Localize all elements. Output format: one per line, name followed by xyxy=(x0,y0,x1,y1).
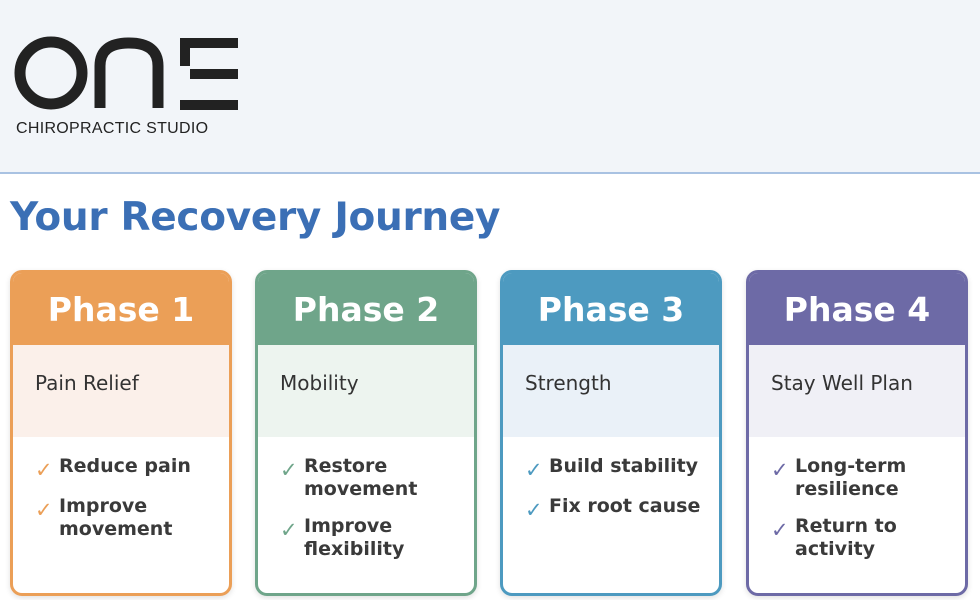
list-item: ✓Restore movement xyxy=(280,455,474,501)
phase-goals-list: ✓Restore movement✓Improve flexibility xyxy=(258,437,474,561)
phase-focus: Mobility xyxy=(258,345,474,437)
logo-subtitle: CHIROPRACTIC STUDIO xyxy=(16,120,209,137)
list-item: ✓Improve flexibility xyxy=(280,515,474,561)
page-title: Your Recovery Journey xyxy=(10,195,501,240)
check-icon: ✓ xyxy=(525,458,543,482)
check-icon: ✓ xyxy=(771,518,789,542)
list-item-label: Improve flexibility xyxy=(304,515,405,560)
phase-focus: Pain Relief xyxy=(13,345,229,437)
list-item-label: Fix root cause xyxy=(549,495,701,517)
check-icon: ✓ xyxy=(771,458,789,482)
list-item: ✓Long-term resilience xyxy=(771,455,965,501)
phase-goals-list: ✓ Reduce pain ✓Improve movement xyxy=(13,437,229,541)
list-item-label: Improve movement xyxy=(59,495,173,540)
list-item: ✓ Fix root cause xyxy=(525,495,719,521)
phase-title: Phase 1 xyxy=(13,273,229,345)
phase-focus: Stay Well Plan xyxy=(749,345,965,437)
phase-goals-list: ✓ Build stability ✓ Fix root cause xyxy=(503,437,719,521)
list-item: ✓ Build stability xyxy=(525,455,719,481)
phase-focus: Strength xyxy=(503,345,719,437)
logo: CHIROPRACTIC STUDIO xyxy=(14,36,240,137)
list-item-label: Long-term resilience xyxy=(795,455,907,500)
one-logo-mark xyxy=(14,36,238,110)
header: CHIROPRACTIC STUDIO xyxy=(0,0,980,174)
phase-title: Phase 4 xyxy=(749,273,965,345)
list-item: ✓Return to activity xyxy=(771,515,965,561)
check-icon: ✓ xyxy=(35,458,53,482)
list-item-label: Reduce pain xyxy=(59,455,191,477)
phase-title: Phase 3 xyxy=(503,273,719,345)
check-icon: ✓ xyxy=(525,498,543,522)
phase-goals-list: ✓Long-term resilience✓Return to activity xyxy=(749,437,965,561)
list-item: ✓Improve movement xyxy=(35,495,229,541)
check-icon: ✓ xyxy=(280,458,298,482)
list-item-label: Build stability xyxy=(549,455,699,477)
phase-title: Phase 2 xyxy=(258,273,474,345)
list-item-label: Return to activity xyxy=(795,515,897,560)
check-icon: ✓ xyxy=(35,498,53,522)
list-item: ✓ Reduce pain xyxy=(35,455,229,481)
list-item-label: Restore movement xyxy=(304,455,418,500)
check-icon: ✓ xyxy=(280,518,298,542)
